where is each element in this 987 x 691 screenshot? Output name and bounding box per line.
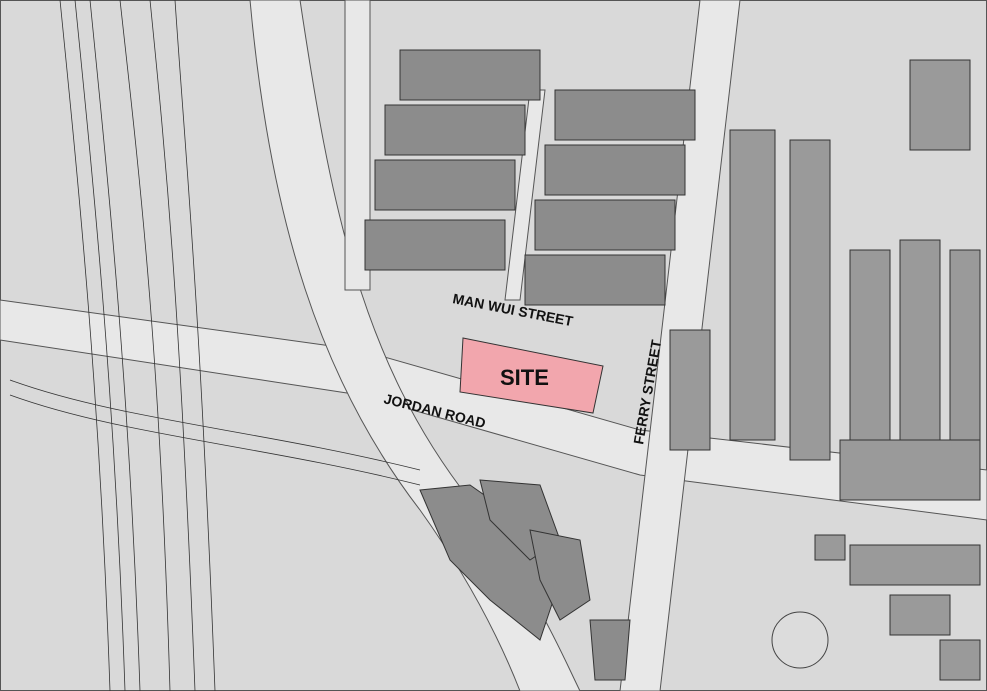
site-area[interactable] bbox=[459, 337, 604, 414]
rail-lines bbox=[9, 0, 421, 691]
roundabout bbox=[771, 611, 829, 669]
building-cluster-south bbox=[419, 479, 631, 681]
site-label: SITE bbox=[500, 365, 549, 390]
building-blocks-north bbox=[364, 49, 696, 306]
building-cluster-southeast bbox=[814, 534, 981, 681]
building-blocks-east bbox=[669, 59, 981, 501]
